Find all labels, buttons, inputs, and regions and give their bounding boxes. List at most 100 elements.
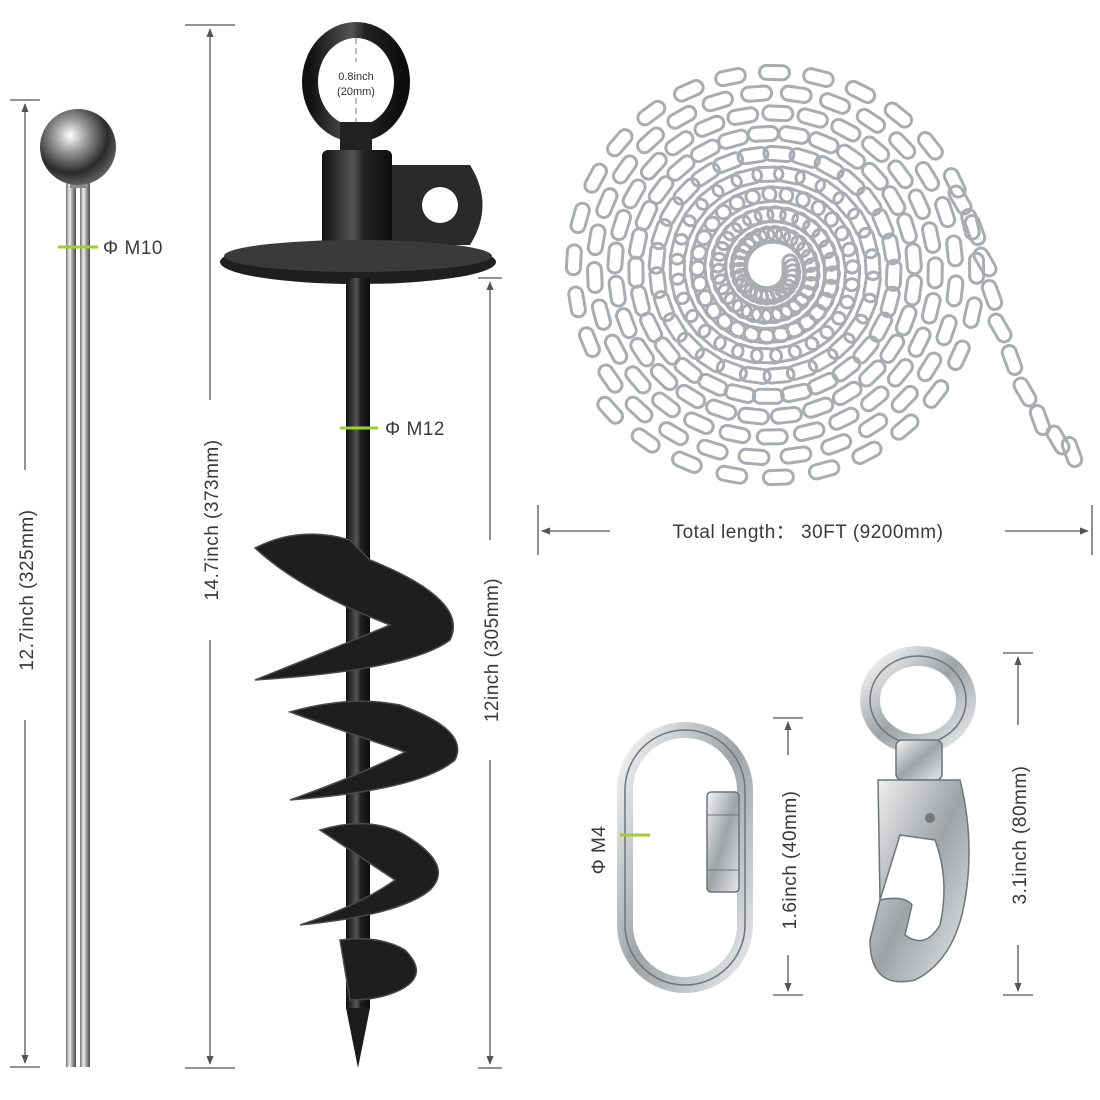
chain-link — [673, 214, 698, 246]
chain-link — [717, 128, 750, 150]
chain-link — [804, 324, 835, 352]
chain-link — [1060, 435, 1084, 469]
chain-link — [980, 278, 1004, 312]
chain-link — [774, 226, 806, 252]
chain-link — [926, 256, 944, 290]
anchor-tip — [346, 1008, 370, 1068]
chain-link — [777, 125, 811, 145]
chain-link — [624, 395, 654, 424]
chain-length-dimension: Total length： 30FT (9200mm) — [537, 505, 1093, 555]
chain-link — [703, 203, 732, 233]
chain-link — [761, 185, 795, 204]
chain-link — [841, 241, 861, 275]
chain-link — [962, 296, 983, 329]
anchor-diameter-callout: Φ M12 — [340, 419, 444, 440]
chain-link — [630, 427, 661, 454]
chain-link — [779, 382, 813, 404]
chain-link — [921, 221, 942, 254]
chain-link — [796, 107, 829, 129]
chain-link — [682, 197, 710, 228]
chain-link — [813, 155, 845, 180]
chain-link — [828, 406, 860, 431]
chain-link — [669, 272, 691, 306]
chain-link — [761, 468, 795, 487]
chain-link — [672, 177, 701, 206]
chain-link — [887, 159, 914, 190]
chain-link — [820, 433, 853, 456]
chain-link — [861, 135, 891, 163]
chain-link — [871, 207, 895, 240]
chain-link — [769, 343, 802, 364]
chain-link — [673, 79, 705, 103]
chain-link — [614, 307, 638, 340]
chain-link — [830, 117, 862, 143]
anchor-eye-dimension: 0.8inch (20mm) — [337, 38, 375, 122]
chain-link — [856, 186, 883, 217]
chain-link — [935, 314, 958, 347]
chain-link — [731, 343, 764, 365]
chain-link — [695, 215, 721, 247]
chain-link — [972, 246, 998, 278]
chain-link — [883, 101, 914, 129]
chain-link — [596, 395, 624, 425]
chain-link — [712, 151, 745, 174]
chain-link — [819, 310, 847, 340]
chain-link — [914, 161, 941, 192]
chain-link — [590, 298, 612, 331]
chain-link — [844, 79, 877, 105]
chain-link — [843, 313, 870, 344]
chain-link — [796, 240, 819, 273]
anchor-collar — [322, 150, 392, 258]
chain-link — [827, 332, 856, 361]
chain-link — [684, 308, 712, 339]
anchor-tab-hole — [422, 187, 458, 223]
chain-link — [802, 396, 835, 419]
chain-link — [695, 183, 725, 211]
coiled-chain — [564, 63, 1084, 487]
chain-link — [564, 243, 583, 277]
chain-link — [701, 90, 734, 113]
chain-link — [834, 225, 857, 258]
chain-link — [1045, 424, 1071, 456]
chain-link — [860, 385, 890, 413]
chain-link — [790, 234, 816, 265]
chain-link — [636, 99, 667, 127]
chain-link — [715, 359, 748, 382]
chain-link — [668, 232, 690, 266]
chain-link — [934, 196, 957, 229]
chain-link — [884, 258, 903, 292]
chain-link — [610, 208, 633, 242]
chain-link — [651, 391, 681, 419]
chain-link — [1028, 403, 1052, 437]
chain-link — [868, 311, 894, 343]
chain-link — [907, 188, 932, 221]
chain-link — [714, 67, 747, 88]
chain-length-label: Total length： 30FT (9200mm) — [673, 522, 944, 543]
quick-link-length-dimension: 1.6inch (40mm) — [773, 717, 803, 996]
chain-link — [624, 365, 652, 395]
chain-link — [611, 154, 639, 185]
chain-link — [945, 234, 964, 268]
rod-length-dimension: 12.7inch (325mm) — [10, 99, 40, 1068]
chain-link — [843, 259, 862, 293]
chain-link — [650, 218, 673, 251]
anchor-total-length-dimension: 14.7inch (373mm) — [185, 24, 235, 1069]
chain-link — [688, 244, 708, 278]
chain-link — [671, 450, 703, 474]
chain-link — [751, 387, 785, 405]
rod-shaft-right — [80, 175, 90, 1067]
chain-link — [607, 274, 627, 308]
chain-link — [595, 187, 619, 220]
snap-hook-rivet — [925, 813, 935, 823]
chain-link — [697, 323, 727, 351]
chain-link — [676, 331, 705, 361]
chain-link — [1000, 343, 1024, 377]
chain-link — [855, 107, 887, 134]
chain-link — [806, 371, 839, 396]
chain-link — [831, 355, 862, 383]
chain-link — [567, 285, 587, 319]
chain-link — [787, 336, 820, 360]
chain-link — [769, 405, 803, 425]
chain-link — [846, 207, 872, 239]
chain-link — [606, 241, 625, 275]
